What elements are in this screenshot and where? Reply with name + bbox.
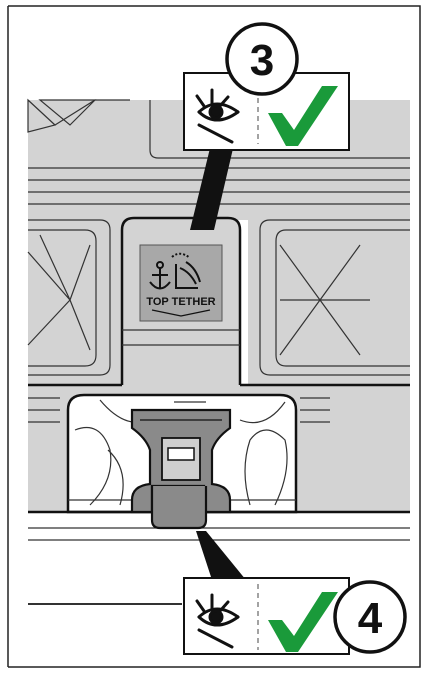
top-tether-label: TOP TETHER: [139, 244, 223, 322]
step-3-badge: [225, 22, 299, 96]
step-3-number: 3: [250, 36, 274, 85]
checkmark-icon: [268, 592, 338, 652]
top-tether-text: TOP TETHER: [146, 296, 215, 308]
eye-icon: [195, 88, 240, 144]
checkmark-icon: [268, 86, 338, 146]
callout-step-3: 3: [183, 22, 350, 230]
tether-anchor-latch: [130, 401, 232, 530]
floor-lines: [28, 527, 410, 605]
callout-step-4: 4: [183, 531, 407, 655]
step-4-number: 4: [358, 594, 383, 643]
anchor-seat-icon: [149, 252, 201, 290]
eye-icon: [195, 593, 240, 649]
step-4-badge: [333, 580, 407, 654]
